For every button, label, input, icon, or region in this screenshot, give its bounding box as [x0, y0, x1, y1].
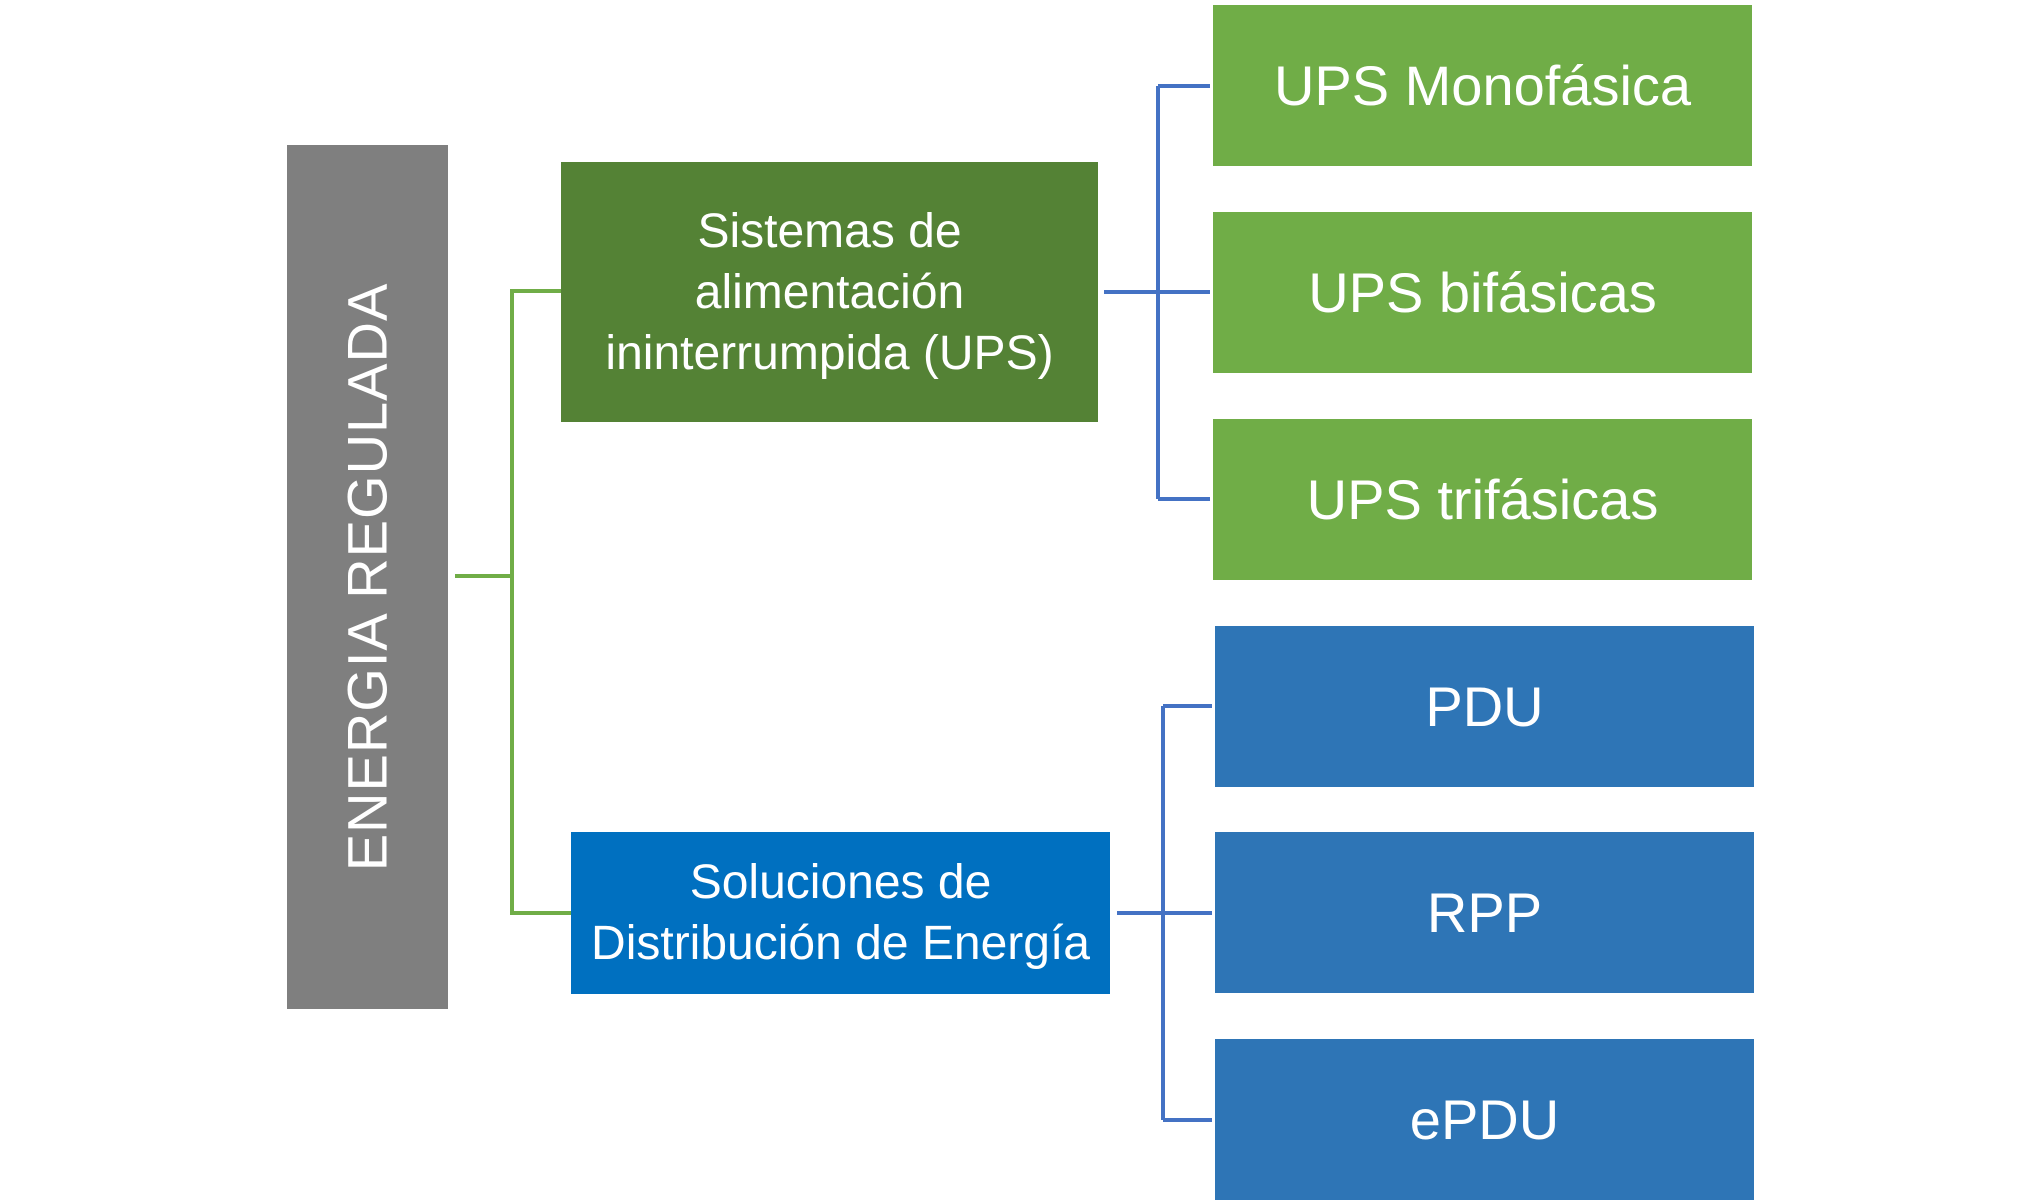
- leaf-node-ups-monofasica: UPS Monofásica: [1213, 5, 1752, 166]
- distribution-branch-connector: [1117, 704, 1212, 1122]
- root-node-label: ENERGIA REGULADA: [335, 282, 399, 872]
- leaf-node-rpp: RPP: [1215, 832, 1754, 993]
- ups-branch-connector: [1104, 84, 1210, 501]
- root-node: ENERGIA REGULADA: [287, 145, 448, 1009]
- leaf-node-epdu: ePDU: [1215, 1039, 1754, 1200]
- leaf-node-ups-trifasicas: UPS trifásicas: [1213, 419, 1752, 580]
- branch-node-distribution: Soluciones de Distribución de Energía: [571, 832, 1110, 994]
- leaf-node-pdu: PDU: [1215, 626, 1754, 787]
- branch-node-ups: Sistemas de alimentación ininterrumpida …: [561, 162, 1098, 422]
- leaf-node-ups-bifasicas: UPS bifásicas: [1213, 212, 1752, 373]
- root-connector: [455, 289, 571, 915]
